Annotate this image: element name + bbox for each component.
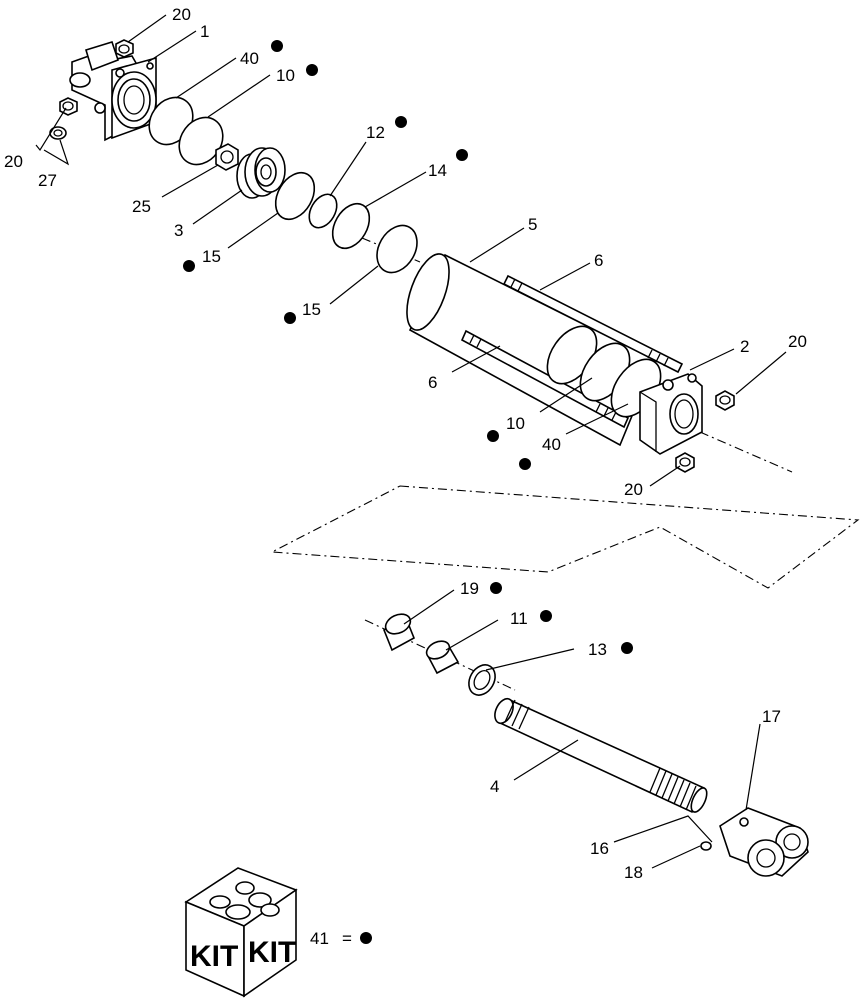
clevis-17 (719, 807, 809, 877)
hex-nut-20-right (715, 390, 735, 411)
hex-nut-20-top (115, 39, 134, 58)
rod-bushing-11 (425, 640, 460, 675)
callout-41: 41 (310, 929, 329, 948)
kit-label-right: KIT (248, 936, 296, 969)
callout-20-top: 20 (172, 5, 191, 24)
callout-2: 2 (740, 337, 749, 356)
callout-20-right: 20 (788, 332, 807, 351)
callout-11: 11 (510, 609, 528, 628)
rod-head-2 (639, 373, 703, 455)
callout-15-lower: 15 (302, 300, 321, 319)
callout-40-lower: 40 (542, 435, 561, 454)
wear-ring-15-upper (274, 171, 316, 221)
callout-19: 19 (460, 579, 479, 598)
kit-box-icon: KIT KIT (184, 867, 298, 998)
callout-10-upper: 10 (276, 66, 295, 85)
set-screw-18 (700, 841, 712, 851)
callout-1: 1 (200, 22, 209, 41)
callout-4: 4 (490, 777, 499, 796)
callout-13: 13 (588, 640, 607, 659)
callouts: 20 1 40 10 20 27 12 14 25 3 15 5 6 15 2 … (4, 5, 807, 882)
callout-3: 3 (174, 221, 183, 240)
wear-ring-15-lower (376, 224, 418, 274)
seal-14 (331, 202, 371, 250)
piston-3 (236, 147, 286, 199)
kit-label-left: KIT (190, 940, 238, 973)
callout-15-upper: 15 (202, 247, 221, 266)
kit-bullets (183, 40, 633, 654)
piston-rod-4 (494, 697, 708, 814)
hex-nut-20-lower (675, 452, 695, 473)
kit-equals-sign: = (342, 929, 352, 948)
wiper-13 (468, 664, 496, 696)
callout-5: 5 (528, 215, 537, 234)
washer-27 (49, 126, 67, 140)
callout-20-left: 20 (4, 152, 23, 171)
callout-27: 27 (38, 171, 57, 190)
callout-20-lower: 20 (624, 480, 643, 499)
kit-bullet (360, 932, 372, 944)
callout-12: 12 (366, 123, 385, 142)
tie-rod-6-upper (502, 274, 684, 374)
callout-18: 18 (624, 863, 643, 882)
callout-6-lower: 6 (428, 373, 437, 392)
callout-10-lower: 10 (506, 414, 525, 433)
callout-16: 16 (590, 839, 609, 858)
callout-40-upper: 40 (240, 49, 259, 68)
cap-end-part-1 (69, 41, 157, 142)
rod-seal-19 (382, 613, 416, 652)
callout-17: 17 (762, 707, 781, 726)
tie-rod-6-lower (460, 329, 630, 429)
kit-legend: 41 = (310, 929, 372, 948)
lock-nut-25 (215, 143, 239, 171)
seal-12 (308, 193, 338, 229)
callout-14: 14 (428, 161, 447, 180)
callout-6-upper: 6 (594, 251, 603, 270)
callout-25: 25 (132, 197, 151, 216)
leader-lines (35, 14, 787, 869)
